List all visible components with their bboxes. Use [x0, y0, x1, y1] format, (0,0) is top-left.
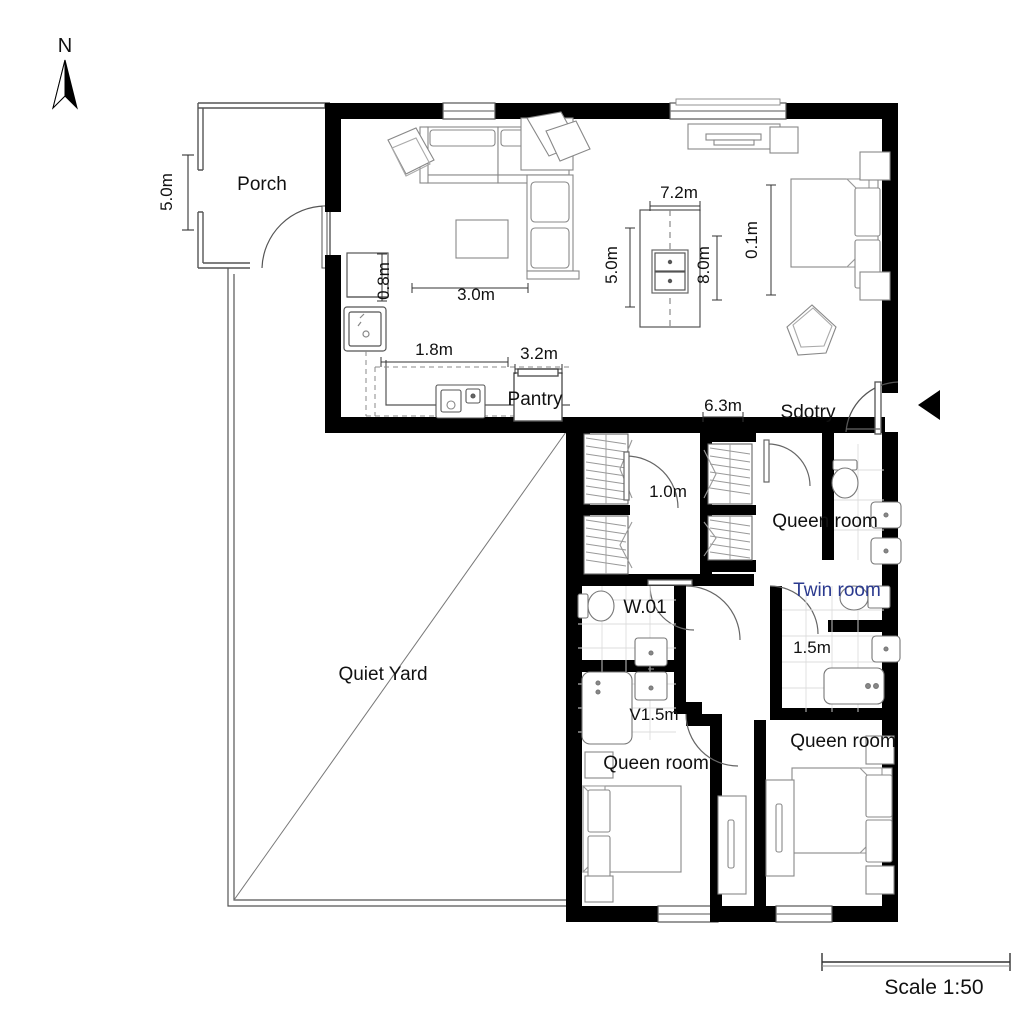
window-bedroom-top — [669, 98, 787, 120]
kitchen-counter-lines — [385, 360, 570, 406]
wardrobe-right-room — [765, 779, 795, 877]
window-bottom-right — [775, 905, 833, 923]
coffee-table — [455, 219, 509, 259]
scale-bar — [821, 953, 1011, 971]
washbasin-left-upper — [634, 637, 668, 667]
living-dimension-line — [411, 283, 529, 293]
porch-door-swing — [261, 205, 328, 269]
dimension-label-group: 5.0m 3.0m 0.8m 1.8m 3.2m 7.2m 5.0m 8.0m 0.1m 6.3m… — [157, 173, 831, 724]
dimension-label-dim-pantry-width: 3.2m — [520, 344, 558, 363]
master-bed — [790, 178, 881, 289]
toilet-ensuite — [831, 459, 859, 499]
washbasin-left-lower — [634, 668, 668, 701]
queen-bed-left — [581, 785, 682, 879]
island-dimension-lines — [625, 201, 722, 308]
wardrobe-left-room — [717, 795, 747, 895]
kitchen-dashed-guides — [365, 351, 570, 417]
quiet-yard-boundary — [227, 268, 567, 907]
room-label-twin-room: Twin room — [793, 580, 881, 601]
dimension-label-dim-hall-width: 1.0m — [649, 482, 687, 501]
washbasin-ensuite-1 — [870, 501, 902, 529]
hall-door-lower — [685, 585, 741, 641]
entry-direction-triangle — [918, 390, 940, 420]
queen-bed-right — [791, 767, 893, 863]
pantry-cabinet — [513, 368, 563, 422]
kitchen-run-dimension-line — [380, 357, 509, 367]
accent-chair — [387, 127, 435, 177]
dimension-label-dim-entry-width: 6.3m — [704, 396, 742, 415]
kitchen-vertical-dimension-line — [377, 253, 387, 302]
dimension-label-dim-porch-vertical: 5.0m — [157, 173, 176, 211]
sundry-door — [763, 439, 811, 487]
kitchen-island — [639, 209, 701, 328]
bedroom-door-right — [769, 585, 819, 635]
room-label-queen-room-1: Queen room — [772, 511, 878, 532]
kitchen-sink — [435, 384, 486, 419]
sectional-sofa — [419, 111, 591, 280]
bath-door-left — [647, 579, 695, 631]
room-label-queen-room-2: Queen room — [603, 753, 709, 774]
pantry-dimension-line — [514, 364, 563, 374]
wardrobe-left-lower — [583, 515, 633, 575]
dimension-label-dim-kitchen-vert: 0.8m — [374, 262, 393, 300]
dimension-label-dim-living-width: 3.0m — [457, 285, 495, 304]
north-arrow-icon — [52, 59, 78, 110]
window-bottom-left — [657, 905, 719, 923]
room-label-wc-01: W.01 — [623, 597, 666, 618]
dimension-label-dim-bath-left: V1.5m — [629, 705, 678, 724]
dimension-label-dim-island-right: 8.0m — [694, 246, 713, 284]
master-armchair — [786, 304, 837, 356]
nightstands-left-room — [584, 751, 614, 903]
washbasin-ensuite-2 — [870, 537, 902, 565]
dimension-label-dim-bath-right: 1.5m — [793, 638, 831, 657]
room-label-quiet-yard: Quiet Yard — [338, 664, 427, 685]
console-table — [687, 123, 781, 150]
toilet-right-bath — [839, 585, 891, 611]
bathtub-right — [823, 667, 885, 705]
wardrobe-right-lower — [703, 515, 753, 561]
master-nightstands — [769, 126, 891, 301]
toilet-left-bath — [577, 590, 615, 622]
wardrobe-right-upper — [703, 443, 753, 505]
room-label-porch: Porch — [237, 174, 287, 195]
bathtub-left — [581, 671, 633, 745]
dimension-label-dim-master-vert: 0.1m — [742, 221, 761, 259]
scale-label: Scale 1:50 — [884, 976, 983, 999]
room-label-queen-room-3: Queen room — [790, 731, 896, 752]
entry-door — [845, 381, 899, 435]
dimension-label-dim-island-left: 5.0m — [602, 246, 621, 284]
kitchen-counter-run — [343, 252, 389, 352]
hall-door-upper — [623, 451, 679, 509]
washbasin-right — [871, 635, 901, 663]
room-label-pantry: Pantry — [508, 389, 563, 410]
master-dimension-line — [766, 184, 776, 296]
porch-dimension-line — [182, 154, 194, 231]
window-living-top — [442, 102, 496, 120]
north-label: N — [58, 35, 72, 57]
ensuite-tile-grid — [834, 444, 884, 560]
entry-dimension-line — [702, 412, 744, 422]
room-label-sundry: Sdotry — [781, 402, 836, 423]
dimension-label-dim-island-width: 7.2m — [660, 183, 698, 202]
nightstands-right-room — [865, 735, 895, 895]
dimension-label-dim-kitchen-run: 1.8m — [415, 340, 453, 359]
bath-door-right — [685, 713, 739, 767]
